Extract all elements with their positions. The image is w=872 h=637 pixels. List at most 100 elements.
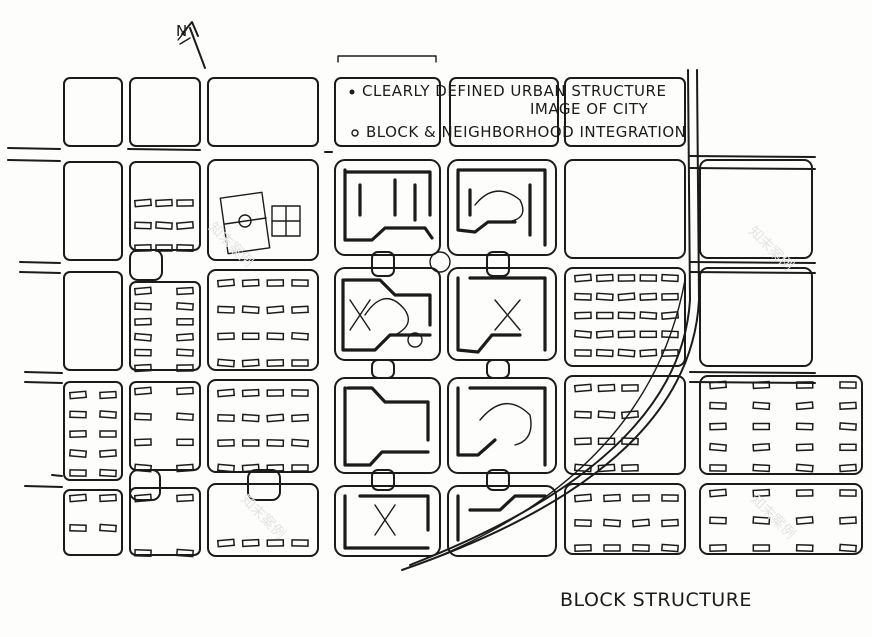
block [129, 487, 201, 556]
building-footprint [574, 543, 592, 553]
building-footprint [134, 317, 152, 326]
building-footprint [176, 386, 194, 396]
building-footprint [175, 221, 195, 230]
building-footprint [621, 384, 639, 392]
building-footprint [176, 438, 194, 447]
building-footprint [217, 305, 235, 314]
building-footprint [266, 305, 285, 315]
building-footprint [617, 274, 636, 282]
building-footprint [217, 332, 235, 341]
building-footprint [631, 518, 651, 528]
building-footprint [574, 349, 592, 357]
building-footprint [573, 383, 593, 393]
building-footprint [241, 413, 260, 423]
building-footprint [639, 274, 658, 282]
building-footprint [241, 278, 260, 288]
building-footprint [839, 422, 857, 431]
building-footprint [69, 469, 87, 477]
building-footprint [291, 464, 309, 472]
building-footprint [291, 279, 309, 287]
building-footprint [134, 302, 152, 311]
building-footprint [752, 380, 771, 390]
building-footprint [603, 518, 621, 528]
building-footprint [216, 388, 236, 398]
bullet-dot [351, 129, 359, 137]
building-footprint [176, 412, 194, 422]
building-footprint [709, 401, 727, 410]
building-footprint [68, 449, 88, 458]
building-footprint [176, 302, 194, 311]
block [63, 77, 123, 147]
building-footprint [595, 273, 614, 283]
block [207, 483, 319, 557]
block [63, 381, 123, 481]
building-footprint [708, 380, 728, 390]
building-footprint [839, 401, 857, 411]
building-footprint [573, 273, 593, 283]
building-footprint [596, 311, 614, 320]
building-footprint [639, 330, 658, 339]
building-footprint [597, 410, 616, 420]
building-footprint [291, 305, 309, 314]
building-footprint [661, 518, 679, 528]
building-footprint [597, 383, 616, 393]
building-footprint [155, 198, 173, 208]
building-footprint [709, 422, 727, 431]
building-footprint [68, 493, 88, 503]
plain-blocks [63, 77, 863, 557]
building-footprint [795, 463, 814, 473]
building-footprint [795, 422, 814, 431]
building-footprint [752, 544, 771, 552]
building-footprint [752, 488, 771, 498]
notes: CLEARLY DEFINED URBAN STRUCTURE IMAGE OF… [349, 82, 686, 141]
building-footprint [752, 442, 771, 452]
building-footprint [266, 332, 285, 341]
building-footprint [133, 286, 153, 296]
building-footprint [216, 278, 236, 288]
building-footprint [632, 543, 650, 553]
small-buildings [68, 198, 857, 558]
building-footprint [291, 438, 309, 448]
building-footprint [134, 348, 152, 357]
block [207, 269, 319, 371]
block [63, 489, 123, 556]
block [334, 77, 441, 147]
building-footprint [99, 449, 117, 458]
building-footprint [291, 331, 309, 341]
building-footprint [266, 413, 285, 423]
building-footprint [661, 543, 679, 553]
building-footprint [69, 429, 87, 439]
building-footprint [241, 439, 260, 447]
building-footprint [661, 348, 679, 358]
building-footprint [639, 292, 658, 302]
sketch-caption: BLOCK STRUCTURE [560, 589, 752, 611]
building-footprint [795, 443, 814, 452]
block [129, 77, 201, 147]
building-footprint [99, 468, 117, 478]
block [129, 161, 201, 251]
building-footprint [134, 243, 152, 253]
building-footprint [241, 358, 260, 368]
building-footprint [573, 493, 593, 503]
building-footprint [266, 279, 285, 287]
building-footprint [99, 493, 117, 503]
building-footprint [617, 311, 636, 320]
building-footprint [795, 516, 814, 525]
building-footprint [574, 518, 592, 528]
building-footprint [134, 548, 152, 558]
block [207, 379, 319, 473]
building-footprint [266, 438, 285, 448]
block [699, 375, 863, 475]
block [564, 267, 686, 367]
block [207, 77, 319, 147]
building-footprint [133, 463, 153, 473]
building-footprint [176, 286, 194, 296]
block [699, 483, 863, 555]
building-footprint [68, 390, 88, 400]
block [699, 267, 813, 367]
building-footprint [176, 332, 194, 342]
building-footprint [291, 359, 309, 367]
building-footprint [134, 438, 152, 447]
